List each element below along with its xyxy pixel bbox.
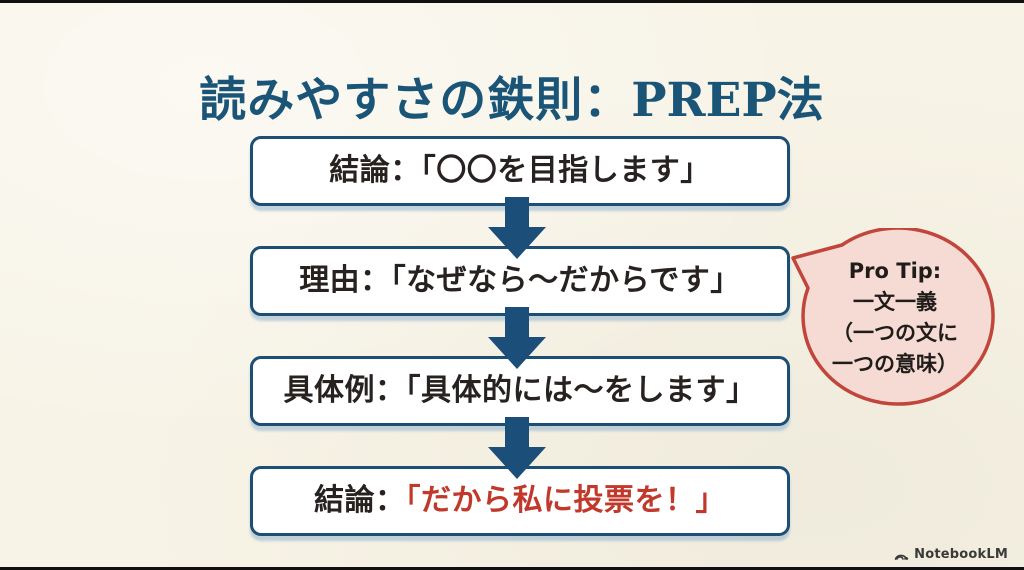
step-text: 具体例：「具体的には〜をします」 xyxy=(284,376,757,406)
letterbox-top-bar xyxy=(0,0,1024,3)
prep-step-conclusion-bottom: 結論：「だから私に投票を！」 xyxy=(250,466,790,536)
pro-tip-text: Pro Tip: 一文一義 （一つの文に 一つの意味） xyxy=(805,256,985,380)
slide-title-suffix: 法 xyxy=(776,73,825,129)
down-arrow-icon xyxy=(488,307,546,369)
step-text: 理由：「なぜなら〜だからです」 xyxy=(299,266,741,296)
step-text: 結論：「だから私に投票を！」 xyxy=(314,486,726,516)
watermark-label: NotebookLM xyxy=(914,547,1008,562)
speech-bubble-icon xyxy=(791,228,995,406)
pro-tip-bubble: Pro Tip: 一文一義 （一つの文に 一つの意味） xyxy=(780,228,1000,414)
prep-step-conclusion-top: 結論：「〇〇を目指します」 xyxy=(250,136,790,206)
step-quote: 「なぜなら〜だからです」 xyxy=(390,263,741,298)
letterbox-bottom-bar xyxy=(0,567,1024,570)
step-text: 結論：「〇〇を目指します」 xyxy=(329,156,711,186)
prep-step-reason: 理由：「なぜなら〜だからです」 xyxy=(250,246,790,316)
step-quote: 「具体的には〜をします」 xyxy=(405,373,757,408)
pro-tip-line: Pro Tip: xyxy=(848,259,942,283)
down-arrow-icon xyxy=(488,417,546,479)
slide-title: 読みやすさの鉄則：PREP法 xyxy=(0,61,1024,130)
step-label: 理由： xyxy=(299,263,391,298)
step-label: 結論： xyxy=(329,153,421,188)
slide-title-prefix: 読みやすさの鉄則： xyxy=(199,73,632,129)
step-label: 具体例： xyxy=(283,373,406,408)
watermark: NotebookLM xyxy=(894,547,1008,562)
pro-tip-line: 一つの意味） xyxy=(832,352,958,376)
step-quote-highlighted: 「だから私に投票を！」 xyxy=(405,483,726,518)
pro-tip-line: （一つの文に xyxy=(832,321,958,345)
pro-tip-line: 一文一義 xyxy=(853,290,937,314)
step-quote: 「〇〇を目指します」 xyxy=(420,153,711,188)
down-arrow-icon xyxy=(488,197,546,259)
step-label: 結論： xyxy=(314,483,406,518)
slide-title-latin: PREP xyxy=(631,73,777,129)
notebooklm-logo-icon xyxy=(894,554,909,560)
